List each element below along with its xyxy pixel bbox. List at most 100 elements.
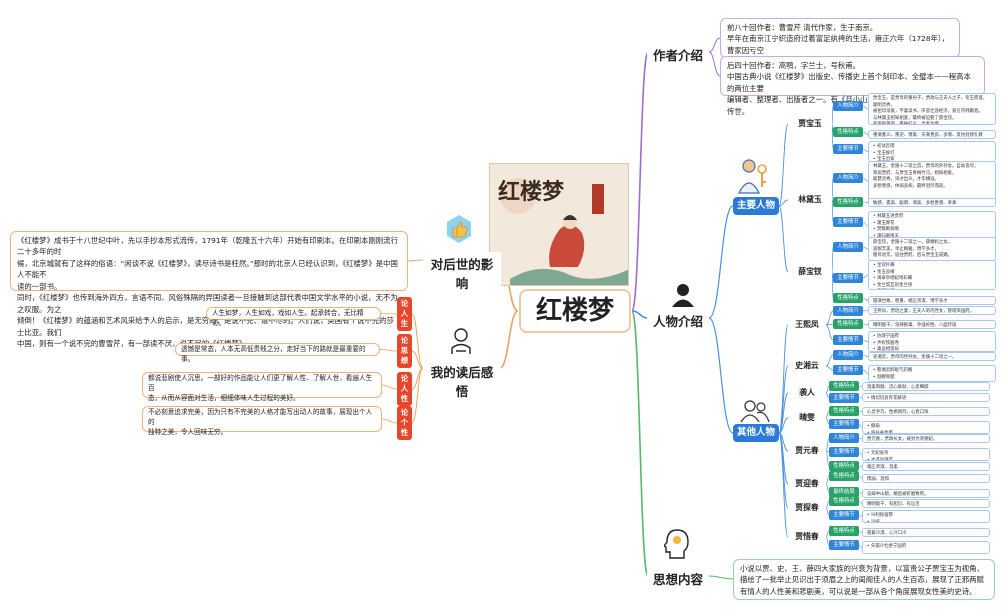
branch-influence[interactable]: 对后世的影响 — [423, 252, 501, 294]
attribute-detail: 重情重义、叛逆、博爱、天真善良、多情、反抗封建礼教 — [868, 130, 996, 139]
connector-line — [381, 418, 398, 424]
attribute-tag[interactable]: 人物简介 — [833, 306, 863, 316]
attribute-tag[interactable]: 主要情节 — [829, 540, 859, 550]
attribute-detail: 孤僻冷漠、心冷口冷 — [862, 528, 990, 537]
connector-line — [631, 51, 649, 312]
author-last40: 后四十回作者：高鹗，字兰士，号秋甫。 中国古典小说《红楼梦》出版史、传播史上首个… — [720, 56, 985, 116]
cover-title: 红楼梦 — [498, 179, 565, 205]
attribute-detail: • 初试云雨 • 宝玉挨打 • 宝玉出家 — [868, 141, 996, 162]
character-name[interactable]: 晴雯 — [788, 412, 826, 424]
attribute-tag[interactable]: 主要情节 — [829, 419, 859, 429]
central-title: 红楼梦 — [519, 289, 631, 333]
head-idea-icon — [662, 527, 692, 561]
attribute-tag[interactable]: 主要情节 — [833, 144, 863, 154]
reflection-tag[interactable]: 论个性 — [397, 406, 412, 440]
attribute-tag[interactable]: 主要情节 — [833, 335, 863, 345]
attribute-tag[interactable]: 性格特点 — [829, 461, 859, 471]
attribute-detail: 心灵手巧、性格刚烈、心直口快 — [862, 407, 990, 416]
connector-line — [825, 310, 834, 326]
attribute-tag[interactable]: 性格特点 — [833, 319, 863, 329]
connector-line — [708, 205, 734, 319]
attribute-tag[interactable]: 人物简介 — [833, 173, 863, 183]
connector-line — [778, 123, 789, 207]
connector-line — [708, 37, 721, 53]
attribute-tag[interactable]: 主要情节 — [833, 273, 863, 283]
character-name[interactable]: 袭人 — [788, 387, 826, 399]
attribute-tag[interactable]: 主要情节 — [829, 393, 859, 403]
attribute-tag[interactable]: 人物简介 — [833, 242, 863, 252]
attribute-detail: • 矢孤介杜绝宁国府 — [862, 541, 990, 554]
connector-line — [708, 575, 734, 580]
connector-line — [825, 354, 834, 367]
attribute-tag[interactable]: 性格特点 — [829, 471, 859, 481]
connector-line — [825, 323, 834, 326]
connector-line — [778, 432, 789, 452]
author-first80: 前八十回作者：曹雪芹 清代作家，生于南京。 早年在南京江宁织造府过着富足纨袴的生… — [720, 18, 960, 78]
character-name[interactable]: 贾惜春 — [788, 531, 826, 543]
attribute-tag[interactable]: 人物简介 — [833, 101, 863, 111]
attribute-tag[interactable]: 性格特点 — [829, 526, 859, 536]
influence-text: 《红楼梦》成书于十八世纪中叶，先以手抄本形式流传，1791年（乾隆五十六年）开始… — [10, 231, 408, 348]
attribute-detail: • 情切切良宵花解语 — [862, 393, 990, 402]
character-name[interactable]: 史湘云 — [788, 360, 826, 372]
attribute-tag[interactable]: 主要情节 — [833, 217, 863, 227]
connector-line — [379, 349, 398, 352]
connector-line — [631, 310, 649, 319]
branch-reflection[interactable]: 我的读后感悟 — [423, 360, 501, 402]
attribute-tag[interactable]: 人物简介 — [833, 350, 863, 360]
attribute-detail: 圆滑世故、稳重、端庄贤淑、博学多才 — [868, 296, 996, 305]
attribute-tag[interactable]: 性格特点 — [829, 381, 859, 391]
character-name[interactable]: 贾探春 — [788, 502, 826, 514]
group-icon — [738, 398, 772, 424]
connector-line — [778, 392, 789, 434]
connector-line — [778, 432, 789, 538]
book-cover-image: 红楼梦 — [489, 163, 629, 286]
branch-author[interactable]: 作者介绍 — [647, 43, 709, 66]
branch-characters[interactable]: 人物介绍 — [647, 309, 709, 332]
reflection-text: 都说悲剧使人沉思。一部好的作品能让人们更了解人性、了解人世，看遍人生百 态，从而… — [142, 372, 382, 402]
attribute-tag[interactable]: 性格特点 — [833, 293, 863, 303]
key-person-icon — [736, 155, 770, 197]
attribute-tag[interactable]: 性格特点 — [833, 127, 863, 137]
attribute-detail: 温柔和顺、忠心耿耿、心思细腻 — [862, 382, 990, 391]
attribute-detail: 史湘云，贾母的侄孙女，金陵十二钗之一。 — [868, 352, 996, 361]
character-name[interactable]: 贾宝玉 — [788, 118, 832, 130]
attribute-detail: 精明能干、泼辣狠毒、争强好胜、八面玲珑 — [868, 320, 996, 329]
connector-line — [778, 205, 789, 273]
connector-line — [778, 199, 789, 207]
reflection-tag[interactable]: 论思想 — [397, 334, 412, 368]
connector-line — [411, 367, 424, 390]
reflection-tag[interactable]: 论人生 — [397, 297, 412, 331]
connector-line — [380, 313, 398, 315]
attribute-detail: • 林黛玉进贾府 • 黛玉葬花 • 焚稿断痴情 • 魂归离恨天 • 诗社夺魁 — [868, 211, 996, 241]
reflection-tag[interactable]: 论人性 — [397, 372, 412, 406]
character-name[interactable]: 林黛玉 — [788, 194, 832, 206]
reflection-text: 不必刻意追求完美，因为只有不完美的人格才能写出动人的故事，展现出个人的 独特之美… — [142, 406, 382, 436]
people-icon — [668, 280, 698, 310]
attribute-tag[interactable]: 性格特点 — [829, 406, 859, 416]
other-characters-category[interactable]: 其他人物 — [733, 424, 779, 442]
attribute-tag[interactable]: 性格特点 — [833, 197, 863, 207]
character-name[interactable]: 王熙凤 — [788, 319, 826, 331]
character-name[interactable]: 薛宝钗 — [788, 266, 832, 278]
attribute-tag[interactable]: 主要情节 — [829, 447, 859, 457]
reader-icon — [447, 326, 475, 356]
connector-line — [411, 367, 424, 424]
character-name[interactable]: 贾迎春 — [788, 478, 826, 490]
connector-line — [778, 432, 789, 485]
attribute-detail: 端庄贤淑、温柔 — [862, 462, 990, 471]
connector-line — [499, 310, 519, 369]
reflection-text: 人生如梦，人生如戏，戏如人生。起承转合，无比精彩。 — [206, 307, 381, 327]
branch-ideas[interactable]: 思想内容 — [647, 567, 709, 590]
main-characters-category[interactable]: 主要人物 — [733, 197, 779, 215]
attribute-tag[interactable]: 主要情节 — [833, 365, 863, 375]
attribute-tag[interactable]: 性格特点 — [829, 496, 859, 506]
attribute-detail: 误嫁中山狼，婚后被折磨致死。 — [862, 489, 990, 498]
attribute-tag[interactable]: 最终结局 — [829, 487, 859, 497]
connector-line — [778, 432, 789, 509]
attribute-tag[interactable]: 人物简介 — [829, 433, 859, 443]
character-name[interactable]: 贾元春 — [788, 445, 826, 457]
connector-line — [778, 417, 789, 434]
attribute-tag[interactable]: 主要情节 — [829, 510, 859, 520]
connector-line — [708, 317, 734, 434]
